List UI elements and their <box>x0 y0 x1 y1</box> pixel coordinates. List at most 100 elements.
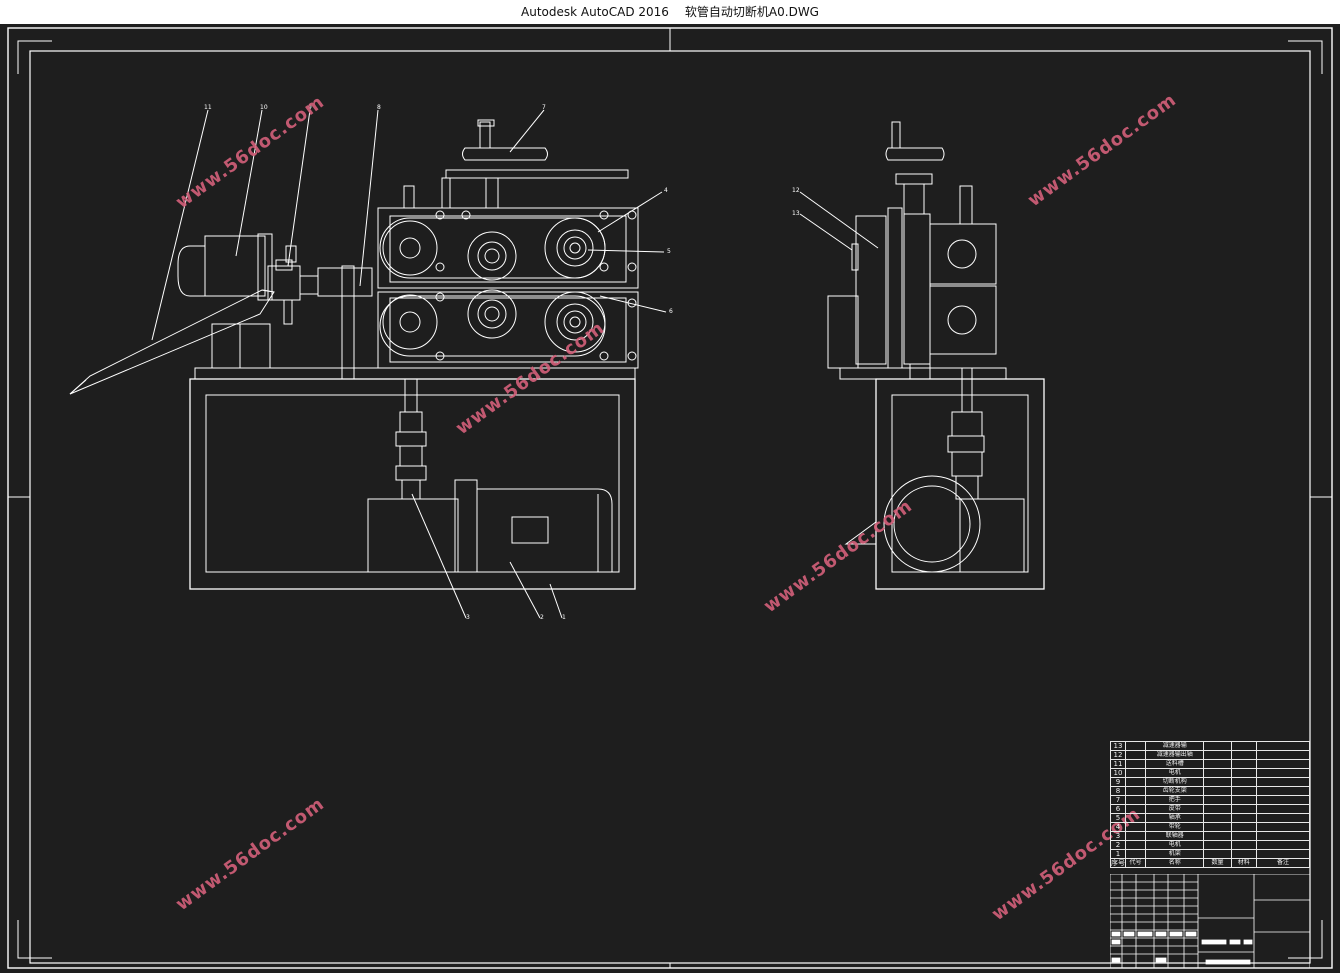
bom-row-qty <box>1203 759 1232 769</box>
bom-row-material <box>1230 759 1258 769</box>
bom-row-material <box>1230 741 1258 751</box>
bom-row-qty <box>1203 741 1232 751</box>
side-handwheel <box>885 147 945 161</box>
callout-2: 2 <box>540 614 544 621</box>
bom-row-no: 7 <box>1110 795 1126 805</box>
bom-row-name: 轴承 <box>1145 813 1205 823</box>
bom-row-name: 电机 <box>1145 768 1205 778</box>
bom-row-note <box>1256 759 1310 769</box>
bom-row-material <box>1230 813 1258 823</box>
bom-row-note <box>1256 750 1310 760</box>
bom-row-code <box>1124 813 1147 823</box>
callout-4: 4 <box>664 187 668 194</box>
bom-row-note <box>1256 831 1310 841</box>
bom-row-code <box>1124 831 1147 841</box>
drawing-canvas[interactable]: 11 10 9 8 7 4 5 6 3 2 1 12 13 www.56doc.… <box>0 24 1340 973</box>
corner-mark-tl <box>17 40 52 74</box>
front-view <box>69 109 667 619</box>
bom-row-no: 1 <box>1110 849 1126 859</box>
bom-header-qty: 数量 <box>1203 858 1232 868</box>
bom-header-code: 代号 <box>1124 858 1147 868</box>
bom-row-qty <box>1203 822 1232 832</box>
side-motor <box>204 235 266 297</box>
bom-row-material <box>1230 831 1258 841</box>
bom-row-code <box>1124 750 1147 760</box>
callout-8: 8 <box>377 104 381 111</box>
bom-row-material <box>1230 822 1258 832</box>
lower-pulley-box <box>377 291 639 369</box>
title-block <box>1110 874 1310 968</box>
bom-row-qty <box>1203 804 1232 814</box>
bom-header-material: 材料 <box>1230 858 1258 868</box>
bom-row-note <box>1256 849 1310 859</box>
bom-row-note <box>1256 777 1310 787</box>
pulley-right-top <box>544 217 606 279</box>
bom-row-note <box>1256 822 1310 832</box>
bom-row-qty <box>1203 777 1232 787</box>
bom-header-name: 名称 <box>1145 858 1205 868</box>
bom-row-note <box>1256 840 1310 850</box>
bom-header-no: 序号 <box>1110 858 1126 868</box>
bom-row-no: 10 <box>1110 768 1126 778</box>
bom-row-name: 联轴器 <box>1145 831 1205 841</box>
pulley-center-top <box>467 231 517 281</box>
bom-row-name: 齿轮支架 <box>1145 786 1205 796</box>
bom-row: 5 轴承 <box>1110 813 1310 823</box>
bom-row-name: 皮带 <box>1145 804 1205 814</box>
bom-row-name: 机架 <box>1145 849 1205 859</box>
bom-row: 4 带轮 <box>1110 822 1310 832</box>
bom-row-no: 12 <box>1110 750 1126 760</box>
bom-row-name: 减速器输出轴 <box>1145 750 1205 760</box>
bom-row-no: 4 <box>1110 822 1126 832</box>
bom-row-note <box>1256 741 1310 751</box>
bom-row-no: 3 <box>1110 831 1126 841</box>
bom-row-name: 带轮 <box>1145 822 1205 832</box>
file-name: 软管自动切断机A0.DWG <box>684 5 819 19</box>
callout-10: 10 <box>260 104 268 111</box>
bom-row-code <box>1124 840 1147 850</box>
bom-row-name: 切断机构 <box>1145 777 1205 787</box>
upper-pulley-box <box>377 207 639 289</box>
base-cabinet <box>189 378 636 590</box>
bom-row-material <box>1230 849 1258 859</box>
bom-row-no: 2 <box>1110 840 1126 850</box>
bom-row-material <box>1230 795 1258 805</box>
bom-row-name: 电机 <box>1145 840 1205 850</box>
app-title: Autodesk AutoCAD 2016 <box>521 5 669 19</box>
bom-row-note <box>1256 786 1310 796</box>
side-motor-circle <box>883 475 981 573</box>
bom-row-no: 13 <box>1110 741 1126 751</box>
callout-9: 9 <box>308 104 312 111</box>
pulley-center-bottom <box>467 289 517 339</box>
bom-row-code <box>1124 777 1147 787</box>
handwheel <box>462 147 548 161</box>
callout-1: 1 <box>562 614 566 621</box>
bom-row-qty <box>1203 840 1232 850</box>
bom-row-no: 6 <box>1110 804 1126 814</box>
bom-row-name: 减速器输 <box>1145 741 1205 751</box>
bom-row-code <box>1124 768 1147 778</box>
bom-row-qty <box>1203 795 1232 805</box>
bom-row-code <box>1124 759 1147 769</box>
cad-drawing <box>7 27 1333 969</box>
bom-row-material <box>1230 840 1258 850</box>
bom-row-qty <box>1203 786 1232 796</box>
window-title-bar: Autodesk AutoCAD 2016 软管自动切断机A0.DWG <box>0 0 1340 24</box>
pulley-left-bottom <box>382 294 438 350</box>
bom-row-code <box>1124 804 1147 814</box>
bom-row: 10 电机 <box>1110 768 1310 778</box>
callout-13: 13 <box>792 210 800 217</box>
bom-row-qty <box>1203 768 1232 778</box>
bom-row-no: 11 <box>1110 759 1126 769</box>
bom-row-qty <box>1203 831 1232 841</box>
bom-row: 2 电机 <box>1110 840 1310 850</box>
side-view <box>799 121 1045 590</box>
bom-row-no: 5 <box>1110 813 1126 823</box>
callout-6: 6 <box>669 308 673 315</box>
bom-row-note <box>1256 804 1310 814</box>
bom-header-note: 备注 <box>1256 858 1310 868</box>
